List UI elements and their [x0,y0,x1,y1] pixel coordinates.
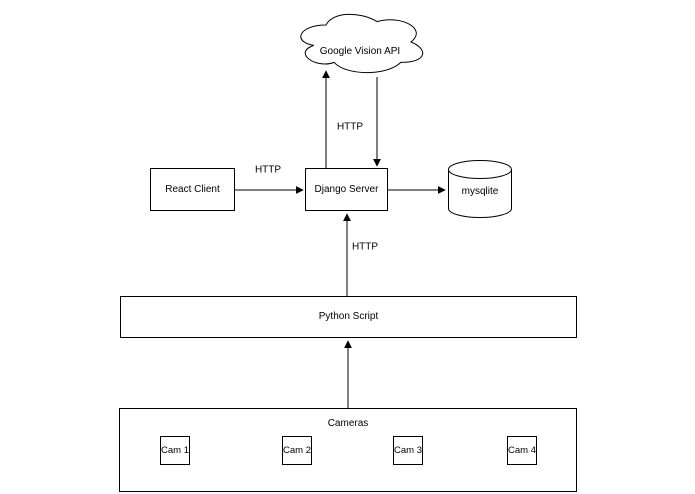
edge-label-http-react-django: HTTP [253,164,283,176]
node-cam-3[interactable]: Cam 3 [393,436,423,465]
node-django-server[interactable]: Django Server [305,168,388,211]
node-label: Cam 3 [394,444,422,456]
node-label: Cam 2 [283,444,311,456]
node-label: Google Vision API [319,46,401,57]
node-label: Python Script [318,311,379,322]
node-google-vision-api[interactable]: Google Vision API [292,8,428,76]
node-mysqlite[interactable]: mysqlite [448,160,512,218]
node-label: React Client [165,183,220,195]
cloud-icon [300,13,423,73]
edge-label-http-django-vision: HTTP [335,121,365,133]
edge-label-http-python-django: HTTP [350,241,380,253]
node-label: Cam 4 [508,444,536,456]
node-label: Django Server [314,183,379,195]
node-cam-4[interactable]: Cam 4 [507,436,537,465]
node-react-client[interactable]: React Client [150,168,235,211]
node-cam-2[interactable]: Cam 2 [282,436,312,465]
node-cameras-container[interactable]: Cameras Cam 1 Cam 2 Cam 3 Cam 4 [119,408,577,492]
database-cylinder-icon [448,160,512,218]
node-label: mysqlite [461,186,499,197]
node-python-script[interactable]: Python Script [120,296,577,338]
node-label: Cameras [327,418,369,429]
node-label: Cam 1 [161,444,189,456]
node-cam-1[interactable]: Cam 1 [160,436,190,465]
